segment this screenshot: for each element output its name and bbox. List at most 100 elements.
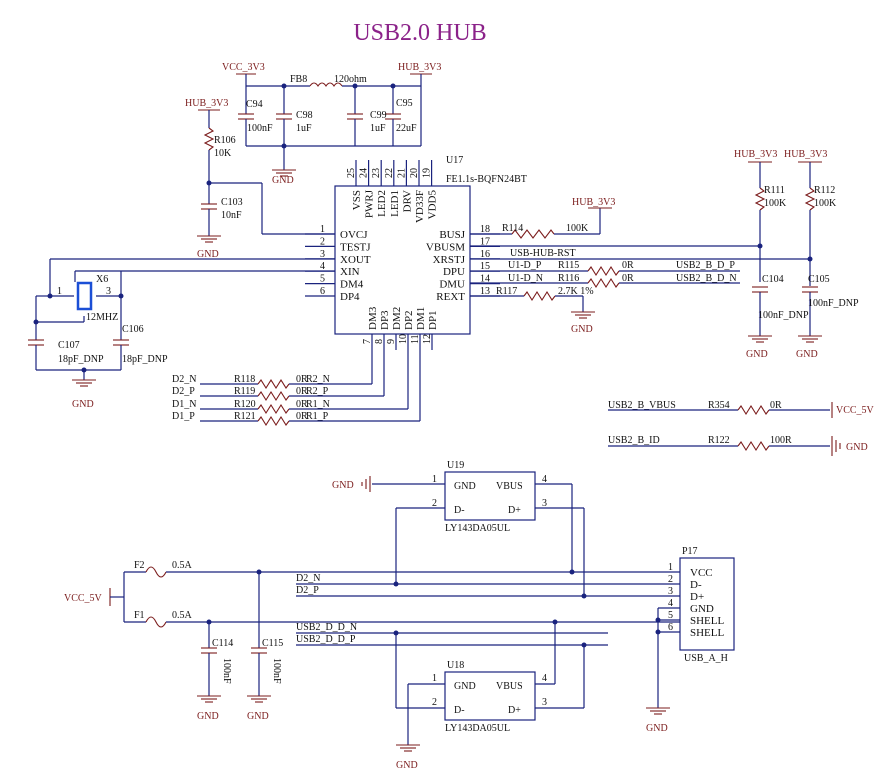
u17-pin-name: DP2 bbox=[403, 310, 415, 330]
u18-pin1: 1 bbox=[432, 673, 437, 684]
gnd-label-p17: GND bbox=[646, 723, 668, 734]
r121-value: 0R bbox=[296, 411, 308, 422]
u17-pin-name: DM2 bbox=[391, 307, 403, 330]
page-title: USB2.0 HUB bbox=[353, 20, 486, 46]
u18-pin4: 4 bbox=[542, 673, 547, 684]
u17-pin-name: LED1 bbox=[389, 190, 401, 217]
gnd-label-r117: GND bbox=[571, 324, 593, 335]
u18-dp-pin: D+ bbox=[508, 705, 521, 716]
x6-pin3: 3 bbox=[106, 286, 111, 297]
u18-pin2: 2 bbox=[432, 697, 437, 708]
c114-value: 100nF bbox=[221, 658, 232, 684]
u17-pin-name: VDD5 bbox=[427, 190, 439, 220]
c94-value: 100nF bbox=[247, 123, 273, 134]
net-usb2-b-dn: USB2_B_D_N bbox=[676, 273, 737, 284]
c95-ref: C95 bbox=[396, 98, 413, 109]
hub-ic-u17: U17 FE1.1s-BQFN24BT 25VSS24PWRJ23LED222L… bbox=[305, 155, 527, 350]
reset-rc-block: HUB_3V3 GND R106 10K C103 10nF bbox=[185, 98, 335, 260]
u17-pin-num: 1 bbox=[320, 224, 325, 235]
u17-pin-num: 22 bbox=[384, 168, 395, 178]
r112-ref: R112 bbox=[814, 185, 835, 196]
r114-value: 100K bbox=[566, 223, 589, 234]
tvs-u19: U19 LY143DA05UL GND VBUS D- D+ 1 2 4 3 G… bbox=[332, 460, 585, 596]
u17-pin-num: 12 bbox=[422, 334, 433, 344]
u17-pin-num: 14 bbox=[480, 274, 490, 285]
p17-part: USB_A_H bbox=[684, 653, 728, 664]
c98-ref: C98 bbox=[296, 110, 313, 121]
u19-dm-pin: D- bbox=[454, 505, 465, 516]
u17-pin-name: REXT bbox=[436, 291, 465, 303]
u19-ref: U19 bbox=[447, 460, 464, 471]
r122-value: 100R bbox=[770, 435, 792, 446]
u17-pin-num: 13 bbox=[480, 286, 490, 297]
r118-value: 0R bbox=[296, 374, 308, 385]
u17-pin-name: XRSTJ bbox=[433, 254, 466, 266]
r354-ref: R354 bbox=[708, 400, 730, 411]
p17-pin-num: 6 bbox=[668, 622, 673, 633]
u19-pin3: 3 bbox=[542, 498, 547, 509]
r121-ref: R121 bbox=[234, 411, 256, 422]
vcc3v3-label: VCC_3V3 bbox=[222, 62, 265, 73]
p17-pin-num: 3 bbox=[668, 586, 673, 597]
p17-pin-name: VCC bbox=[690, 567, 713, 579]
u19-gnd-pin: GND bbox=[454, 481, 476, 492]
u17-pin-num: 19 bbox=[422, 168, 433, 178]
p17-pin-num: 1 bbox=[668, 562, 673, 573]
u17-pin-num: 18 bbox=[480, 224, 490, 235]
c104-ref: C104 bbox=[762, 274, 784, 285]
f1-value: 0.5A bbox=[172, 610, 193, 621]
u17-pin-num: 8 bbox=[374, 339, 385, 344]
u18-ref: U18 bbox=[447, 660, 464, 671]
net-r2p: R2_P bbox=[306, 386, 329, 397]
hub3v3-label-r111: HUB_3V3 bbox=[734, 149, 777, 160]
c105-value: 100nF_DNP bbox=[808, 298, 859, 309]
u17-pin-name: VD33F bbox=[414, 190, 426, 223]
u19-pin1: 1 bbox=[432, 474, 437, 485]
u19-pin2: 2 bbox=[432, 498, 437, 509]
gnd-label-c105: GND bbox=[796, 349, 818, 360]
u17-ref: U17 bbox=[446, 155, 463, 166]
r117-value: 2.7K 1% bbox=[558, 286, 594, 297]
net-r1n: R1_N bbox=[306, 399, 330, 410]
r106-value: 10K bbox=[214, 148, 232, 159]
x6-pin1: 1 bbox=[57, 286, 62, 297]
u17-pin-num: 9 bbox=[386, 339, 397, 344]
p17-pin-name: GND bbox=[690, 603, 714, 615]
u18-part: LY143DA05UL bbox=[445, 723, 510, 734]
usb-a-port-block: VCC_5V F2 0.5A F1 0.5A GND GND C114 C115… bbox=[64, 546, 735, 771]
gnd-label-r122: GND bbox=[846, 442, 868, 453]
u17-pin-num: 4 bbox=[320, 261, 325, 272]
net-u1dn: U1-D_N bbox=[508, 273, 543, 284]
u17-pin-name: OVCJ bbox=[340, 229, 368, 241]
u17-pin-name: XIN bbox=[340, 266, 360, 278]
u17-pin-num: 24 bbox=[359, 168, 370, 178]
net-d2p-conn: D2_P bbox=[296, 585, 319, 596]
p17-ref: P17 bbox=[682, 546, 698, 557]
hub-right-nets: HUB_3V3 R114 100K USB-HUB-RST U1-D_P U1-… bbox=[470, 149, 859, 360]
c115-ref: C115 bbox=[262, 638, 283, 649]
u17-pin-name: DM4 bbox=[340, 279, 364, 291]
u17-pin-num: 7 bbox=[362, 339, 373, 344]
gnd-label-c104: GND bbox=[746, 349, 768, 360]
r111-ref: R111 bbox=[764, 185, 785, 196]
vcc5v-label-left: VCC_5V bbox=[64, 593, 103, 604]
fb8-ref: FB8 bbox=[290, 74, 307, 85]
u17-pin-num: 5 bbox=[320, 274, 325, 285]
r112-value: 100K bbox=[814, 198, 837, 209]
r118-ref: R118 bbox=[234, 374, 255, 385]
net-usb2-ddn: USB2_D_D_N bbox=[296, 622, 357, 633]
u19-dp-pin: D+ bbox=[508, 505, 521, 516]
r116-value: 0R bbox=[622, 273, 634, 284]
u17-pin-name: DM3 bbox=[367, 306, 379, 330]
gnd-label-top: GND bbox=[272, 175, 294, 186]
c114-ref: C114 bbox=[212, 638, 233, 649]
c107-value: 18pF_DNP bbox=[58, 354, 104, 365]
net-usb-hub-rst: USB-HUB-RST bbox=[510, 248, 576, 259]
u17-pin-name: DP4 bbox=[340, 291, 360, 303]
net-u1dp: U1-D_P bbox=[508, 260, 542, 271]
crystal-block: GND X6 12MHZ 1 3 C106 18pF_DNP C107 18pF… bbox=[28, 258, 335, 410]
net-d2n: D2_N bbox=[172, 374, 196, 385]
u17-pin-num: 2 bbox=[320, 236, 325, 247]
u17-pin-name: TESTJ bbox=[340, 241, 371, 253]
hub3v3-label-r112: HUB_3V3 bbox=[784, 149, 827, 160]
